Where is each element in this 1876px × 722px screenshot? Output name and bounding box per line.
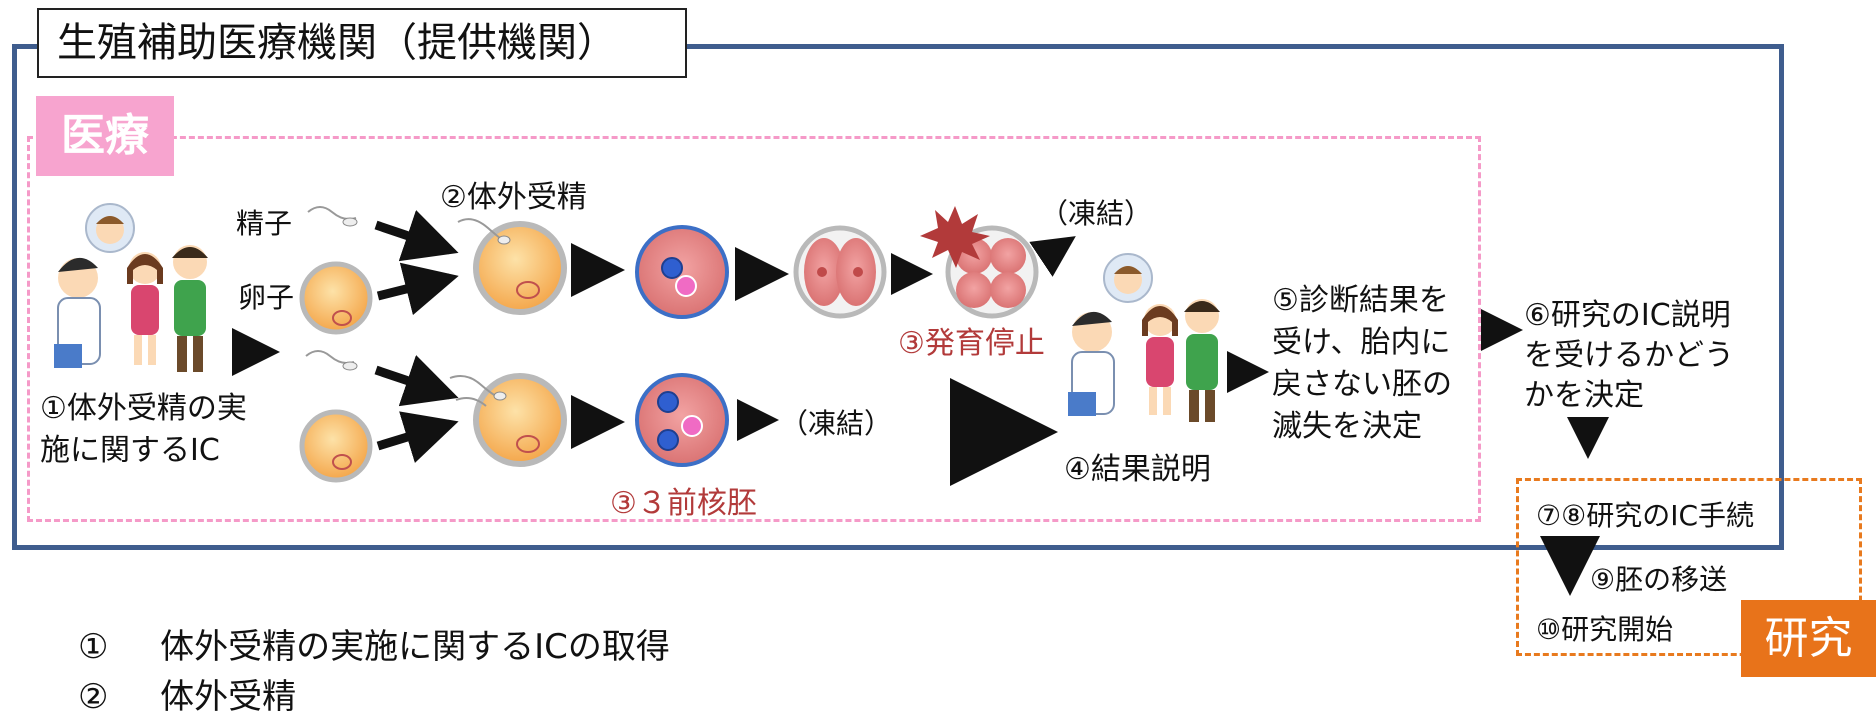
doctor-patient-illustration-right bbox=[1068, 253, 1220, 422]
step5-line: 受け、胎内に bbox=[1272, 325, 1451, 360]
two-cell-embryo-icon bbox=[793, 225, 887, 319]
step6-line: ⑥研究のIC説明 bbox=[1524, 298, 1731, 333]
bottom-step-list: ① 体外受精の実施に関するICの取得 ② 体外受精 bbox=[78, 622, 670, 722]
sperm-label: 精子 bbox=[236, 207, 293, 240]
arrest-burst-icon bbox=[920, 206, 990, 268]
doctor-icon bbox=[54, 257, 101, 368]
arrow-icon bbox=[374, 355, 459, 407]
egg-label: 卵子 bbox=[238, 281, 295, 314]
diagram-graphics bbox=[54, 203, 1609, 596]
medical-badge: 医療 bbox=[36, 96, 174, 176]
arrow-icon bbox=[1029, 236, 1076, 277]
doctor-icon bbox=[1068, 311, 1115, 416]
arrow-icon bbox=[376, 262, 459, 316]
doctor-patient-illustration-left bbox=[54, 203, 208, 372]
list-item-text: 体外受精の実施に関するICの取得 bbox=[160, 627, 670, 667]
research-section-frame bbox=[1516, 478, 1862, 656]
list-item-number: ② bbox=[78, 677, 109, 717]
step5-label: ⑤診断結果を 受け、胎内に 戻さない胚の 滅失を決定 bbox=[1272, 280, 1452, 448]
frozen-bottom-label: （凍結） bbox=[780, 407, 893, 440]
fertilized-egg-icon bbox=[457, 218, 567, 315]
step1-line: ①体外受精の実 bbox=[40, 391, 247, 426]
pronuclear-embryo-label: ③３前核胚 bbox=[610, 486, 757, 521]
frozen-top-label: （凍結） bbox=[1040, 197, 1153, 230]
arrow-icon bbox=[374, 210, 459, 262]
egg-icon bbox=[299, 409, 373, 483]
step6-label: ⑥研究のIC説明 を受けるかどう かを決定 bbox=[1524, 296, 1734, 416]
pronuclear-embryo-icon bbox=[635, 373, 729, 467]
medical-section-frame bbox=[27, 136, 1481, 522]
step6-line: を受けるかどう bbox=[1524, 338, 1734, 373]
step9-label: ⑨胚の移送 bbox=[1590, 563, 1728, 596]
step5-line: ⑤診断結果を bbox=[1272, 283, 1449, 318]
step6-line: かを決定 bbox=[1524, 378, 1644, 413]
list-item-number: ① bbox=[78, 627, 109, 667]
zygote-icon bbox=[635, 225, 729, 319]
egg-icon bbox=[299, 261, 373, 335]
step2-label: ②体外受精 bbox=[440, 180, 587, 215]
sperm-icon bbox=[307, 206, 358, 227]
woman-icon bbox=[1142, 304, 1178, 415]
step1-label: ①体外受精の実 施に関するIC bbox=[40, 388, 247, 472]
step10-label: ⑩研究開始 bbox=[1536, 613, 1674, 646]
diagram-title: 生殖補助医療機関（提供機関） bbox=[37, 8, 687, 78]
fertilized-egg-icon bbox=[449, 373, 567, 467]
man-icon bbox=[1184, 299, 1220, 422]
arrow-icon bbox=[376, 411, 459, 463]
step5-line: 戻さない胚の bbox=[1272, 367, 1452, 402]
sperm-icon bbox=[305, 350, 358, 371]
research-badge: 研究 bbox=[1741, 600, 1876, 677]
woman-icon bbox=[127, 252, 163, 365]
provider-institution-frame bbox=[12, 44, 1784, 550]
list-item-text: 体外受精 bbox=[160, 677, 297, 717]
development-arrest-label: ③発育停止 bbox=[898, 326, 1045, 361]
man-icon bbox=[172, 245, 208, 372]
list-item: ② 体外受精 bbox=[78, 672, 670, 722]
list-item: ① 体外受精の実施に関するICの取得 bbox=[78, 622, 670, 672]
step78-label: ⑦⑧研究のIC手続 bbox=[1536, 499, 1755, 532]
step5-line: 滅失を決定 bbox=[1272, 409, 1422, 444]
step1-line: 施に関するIC bbox=[40, 433, 220, 468]
step4-label: ④結果説明 bbox=[1064, 452, 1211, 487]
